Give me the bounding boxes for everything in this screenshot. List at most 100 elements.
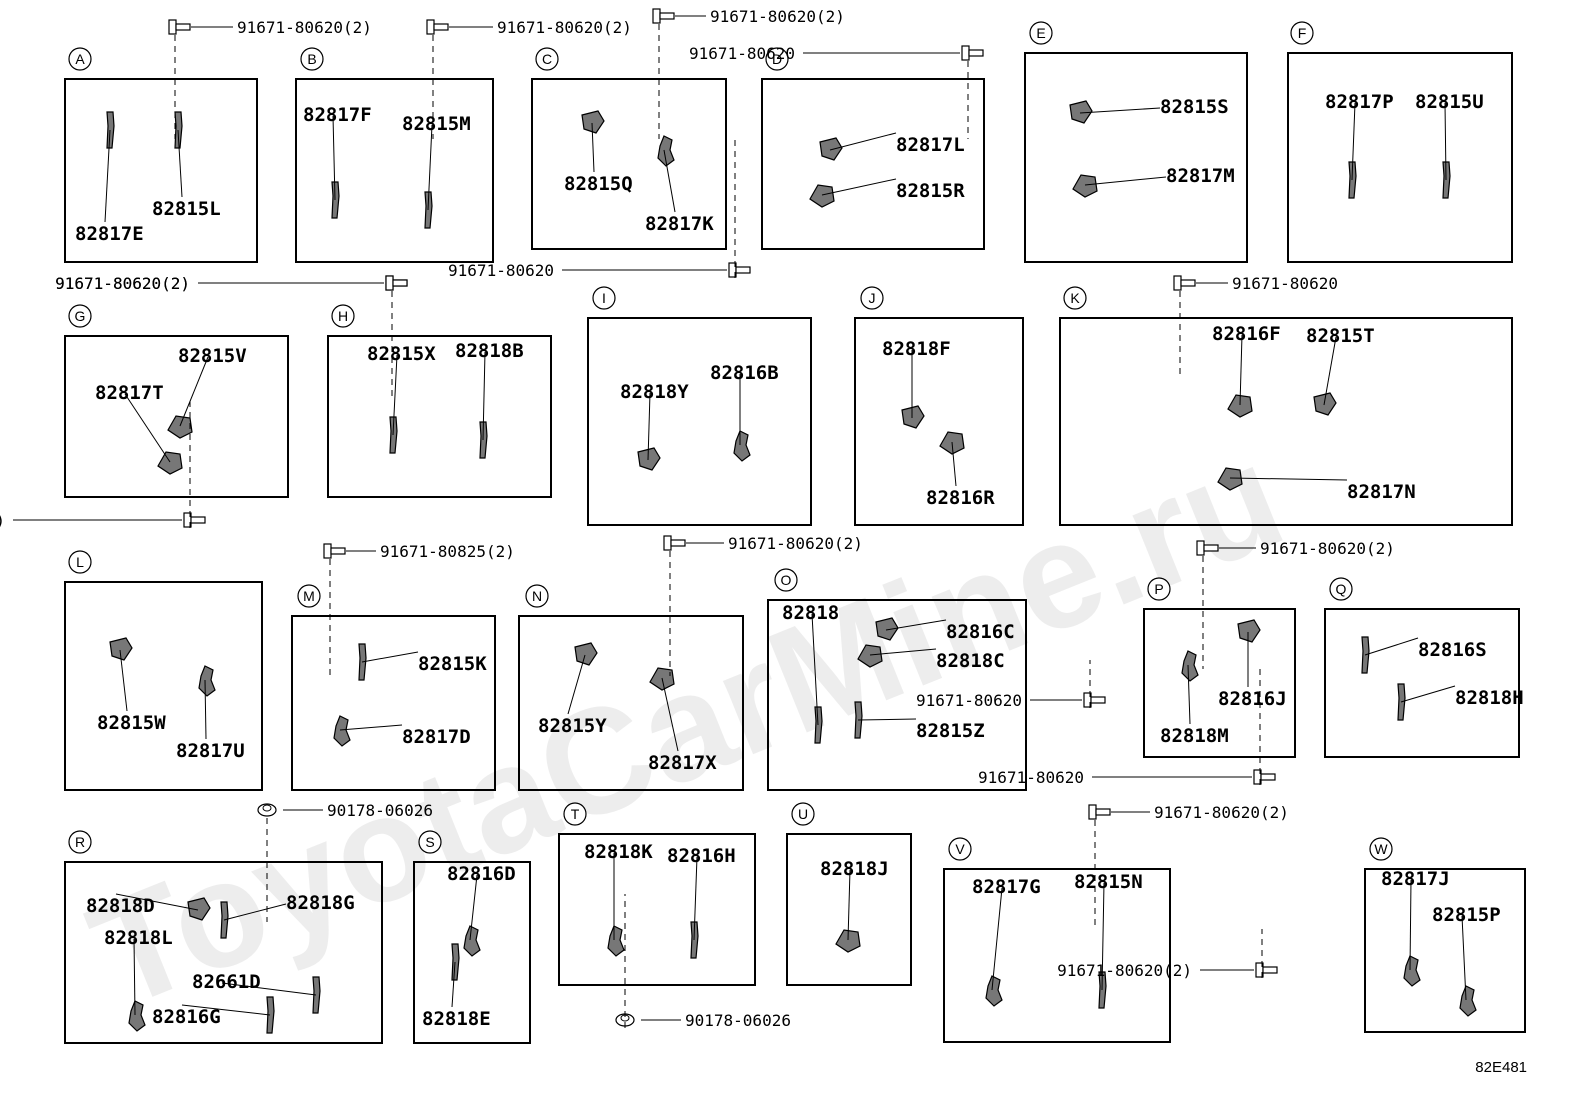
fastener-number: 91671-80620 [916, 691, 1022, 710]
panel-frame [64, 78, 258, 263]
part-number: 82815R [896, 180, 965, 202]
part-shape [581, 110, 605, 134]
panel-letter-circle [68, 47, 92, 71]
part-number: 82818K [584, 841, 653, 863]
panel-frame [531, 78, 727, 250]
leader-line [1461, 915, 1467, 1001]
panel-letter-circle [1369, 837, 1393, 861]
part-shape [1403, 955, 1421, 987]
fastener: 91671-80620(2) [652, 7, 845, 139]
part-shape [607, 925, 625, 957]
part-shape [333, 715, 351, 747]
leader-line [1239, 334, 1243, 406]
leader-line [482, 351, 486, 441]
leader-line [567, 654, 586, 715]
fastener: 91671-80620 [978, 669, 1276, 787]
leader-line [177, 129, 183, 198]
leader-line [1229, 477, 1348, 481]
leader-line [427, 124, 433, 211]
panel-frame [558, 833, 756, 986]
leader-line [1364, 637, 1419, 656]
part-shape [1227, 394, 1253, 418]
panel-letter-circle [563, 802, 587, 826]
part-number: 82815U [1415, 91, 1484, 113]
leader-line [991, 887, 1003, 991]
leader-line [115, 893, 199, 911]
leader-line [663, 149, 676, 213]
part-number: 82815L [152, 198, 221, 220]
panel-letter-circle [535, 47, 559, 71]
part-number: 82818E [422, 1008, 491, 1030]
part-number: 82661D [192, 971, 261, 993]
leader-line [1400, 685, 1456, 703]
panel-frame [1364, 868, 1526, 1033]
panel-frame [64, 335, 289, 498]
fastener-number: 91671-80620(2) [1057, 961, 1192, 980]
fastener: 91671-80620 [1173, 274, 1338, 378]
panel-letter-circle [418, 830, 442, 854]
part-shape [463, 925, 481, 957]
panel-letter-circle [68, 830, 92, 854]
part-shape [331, 181, 340, 219]
panel-letter: A [75, 51, 85, 67]
nut-icon [615, 1013, 635, 1027]
fastener: 91671-80620(2) [168, 18, 372, 139]
fastener-number: 91671-80620(2) [0, 511, 5, 530]
part-shape [1217, 467, 1243, 491]
panel-letter: S [425, 834, 434, 850]
panel-frame [587, 317, 812, 526]
panel-frame [64, 581, 263, 791]
part-number: 82818 [782, 602, 839, 624]
part-shape [106, 111, 115, 149]
fastener: 91671-80620(2) [663, 534, 863, 676]
part-number: 82818H [1455, 687, 1524, 709]
part-shape [198, 665, 216, 697]
fastener: 91671-80620 [916, 660, 1106, 710]
leader-line [661, 677, 679, 752]
panel-letter-circle [68, 304, 92, 328]
bolt-icon [385, 275, 408, 291]
panel-frame [767, 599, 1027, 791]
part-shape [901, 405, 925, 429]
leader-line [1084, 176, 1167, 186]
panel-frame [327, 335, 552, 498]
part-number: 82815Y [538, 715, 607, 737]
leader-line [869, 648, 937, 656]
part-number: 82817D [402, 726, 471, 748]
leader-line [1187, 664, 1191, 725]
leader-line [181, 1004, 271, 1016]
part-number: 82815T [1306, 325, 1375, 347]
part-number: 82816H [667, 845, 736, 867]
leader-line [204, 679, 207, 740]
part-number: 82817T [95, 382, 164, 404]
leader-line [469, 874, 478, 941]
fastener-number: 91671-80620(2) [55, 274, 190, 293]
part-shape [157, 451, 183, 475]
panel-frame [761, 78, 985, 250]
leader-line [885, 619, 947, 631]
panel-frame [64, 861, 383, 1044]
part-number: 82815V [178, 345, 247, 367]
leader-line [951, 441, 957, 487]
fastener: 91671-80620(2) [1196, 539, 1395, 669]
fastener-number: 91671-80620 [448, 261, 554, 280]
leader-line [221, 982, 317, 996]
part-number: 82816G [152, 1006, 221, 1028]
fastener: 91671-80620(2) [1088, 803, 1289, 929]
part-number: 82816B [710, 362, 779, 384]
part-number: 82817K [645, 213, 714, 235]
part-number: 82818G [286, 892, 355, 914]
part-number: 82818F [882, 338, 951, 360]
panel-letter: E [1036, 25, 1045, 41]
bolt-icon [1196, 540, 1219, 556]
panel-letter-circle [948, 837, 972, 861]
part-number: 82818M [1160, 725, 1229, 747]
